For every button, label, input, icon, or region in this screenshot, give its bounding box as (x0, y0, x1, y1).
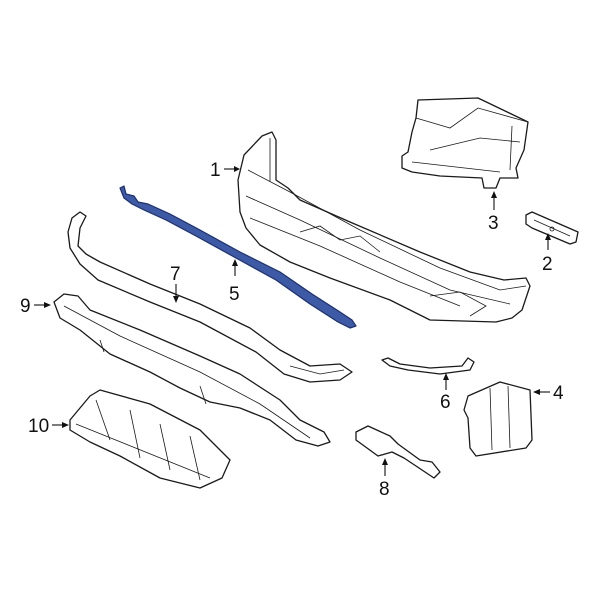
part-10-splash-shield[interactable] (69, 389, 231, 489)
part-7-lower-strip[interactable] (67, 211, 353, 383)
callout-label-1: 1 (210, 160, 221, 181)
callout-label-4: 4 (553, 383, 564, 404)
part-1-bumper-cover[interactable] (237, 131, 531, 323)
callout-label-8: 8 (379, 479, 390, 500)
callout-7: 7 (170, 264, 181, 303)
part-3-bracket[interactable] (401, 97, 529, 189)
callout-label-9: 9 (20, 296, 31, 317)
callout-4: 4 (533, 383, 564, 404)
part-9-lower-valance[interactable] (53, 293, 331, 447)
part-4-side-bracket[interactable] (463, 381, 533, 457)
callout-label-3: 3 (488, 213, 499, 234)
callout-label-10: 10 (28, 416, 49, 437)
callout-9: 9 (20, 296, 51, 317)
callout-label-5: 5 (229, 284, 240, 305)
part-8-air-duct[interactable] (355, 425, 441, 479)
callout-6: 6 (440, 373, 451, 413)
callout-label-2: 2 (542, 254, 553, 275)
callout-2: 2 (542, 233, 553, 275)
part-2-trim-piece[interactable] (525, 211, 579, 245)
callout-5: 5 (229, 259, 240, 305)
callout-1: 1 (210, 160, 240, 181)
callout-label-7: 7 (170, 264, 181, 285)
part-5-strip-highlighted[interactable] (119, 185, 357, 329)
callout-3: 3 (488, 191, 499, 234)
callout-8: 8 (379, 458, 390, 500)
part-6-wire-strip[interactable] (381, 357, 475, 375)
callout-10: 10 (28, 416, 69, 437)
callout-label-6: 6 (440, 392, 451, 413)
